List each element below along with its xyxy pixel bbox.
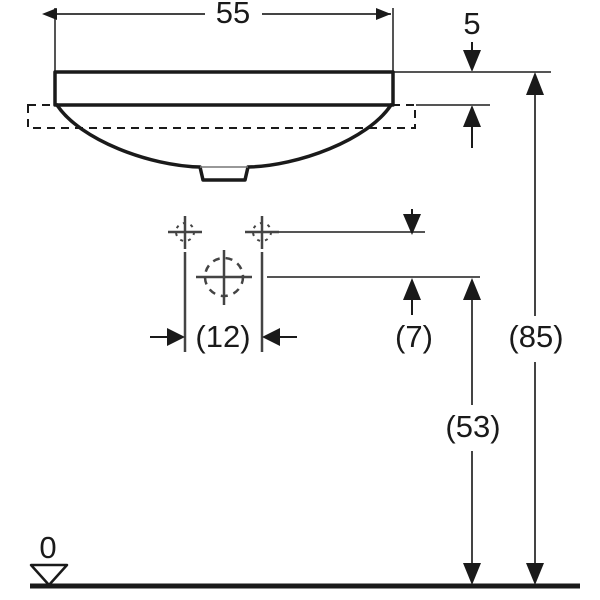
- dimension-label-width-overall: 55: [216, 0, 250, 30]
- dimension-rim-to-bowl: (7): [395, 209, 433, 354]
- basin-bowl-left-curve: [55, 103, 202, 169]
- dimension-label-floor-to-rim: (85): [508, 319, 563, 354]
- rim-to-bowl-up-arrowhead: [403, 278, 421, 300]
- installation-cutout-dashed: [27, 104, 416, 129]
- dimension-label-tap-hole-offset: (12): [195, 319, 250, 354]
- dimension-label-rim-to-bowl: (7): [395, 319, 433, 354]
- basin-bowl-right-curve: [246, 103, 393, 169]
- dimension-label-rim-height: 5: [463, 6, 480, 41]
- tap-hole-assembly: [196, 250, 252, 305]
- crosshair-right-dashed-ring: [252, 222, 272, 242]
- basin-body: [53, 70, 395, 182]
- tap-hole-dim-arrow-left: [167, 328, 185, 346]
- dimension-label-floor-to-bowl: (53): [445, 409, 500, 444]
- dimension-tap-hole-offset: (12): [150, 319, 297, 354]
- rim-height-up-arrowhead: [463, 105, 481, 127]
- rim-to-bowl-down-arrowhead: [403, 214, 421, 235]
- rim-height-down-arrowhead: [463, 50, 481, 72]
- basin-rim: [53, 70, 395, 107]
- floor-to-bowl-up-arrowhead: [463, 278, 481, 300]
- tap-hole-crosshairs-upper: [168, 216, 279, 249]
- floor-to-rim-up-arrowhead: [526, 72, 544, 95]
- floor-to-rim-down-arrowhead: [526, 563, 544, 585]
- dimension-rim-height: 5: [463, 6, 481, 148]
- basin-drain-outlet: [198, 166, 250, 182]
- floor-to-bowl-down-arrowhead: [463, 563, 481, 585]
- crosshair-left-dashed-ring: [175, 222, 195, 242]
- dimension-floor-to-bowl: (53): [445, 278, 501, 585]
- tap-hole-dim-arrow-right: [262, 328, 280, 346]
- dimension-floor-to-rim: (85): [508, 72, 564, 585]
- datum-triangle-marker: [29, 563, 69, 587]
- floor-datum-group: 0: [29, 530, 580, 589]
- dimension-width-overall: 55: [42, 0, 394, 72]
- datum-label-zero: 0: [39, 530, 56, 565]
